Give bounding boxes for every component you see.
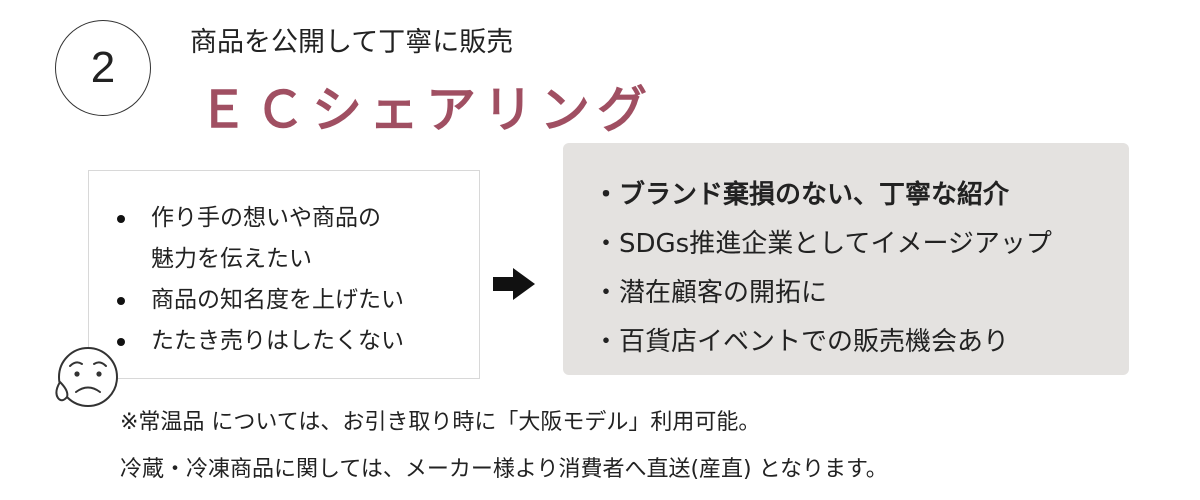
bullet-icon — [117, 338, 125, 346]
concern-item: 商品の知名度を上げたい — [113, 280, 404, 321]
concern-text: 商品の知名度を上げたい — [151, 287, 404, 313]
concern-text: たたき売りはしたくない — [151, 328, 404, 354]
concern-item: たたき売りはしたくない — [113, 321, 404, 362]
benefits-panel: ・ブランド棄損のない、丁寧な紹介 ・SDGs推進企業としてイメージアップ ・潜在… — [563, 143, 1129, 375]
concern-item: 作り手の想いや商品の 魅力を伝えたい — [113, 198, 404, 280]
step-number: 2 — [90, 43, 116, 92]
benefit-item: ・潜在顧客の開拓に — [593, 278, 828, 308]
concern-text: 作り手の想いや商品の — [151, 205, 381, 231]
benefit-item: ・SDGs推進企業としてイメージアップ — [593, 229, 1052, 259]
bullet-icon — [117, 297, 125, 305]
bullet-icon — [117, 215, 125, 223]
section-title: ＥＣシェアリング — [198, 81, 654, 139]
concerns-box: 作り手の想いや商品の 魅力を伝えたい 商品の知名度を上げたい たたき売りはしたく… — [88, 170, 480, 379]
step-number-badge: 2 — [55, 20, 151, 116]
concerns-list: 作り手の想いや商品の 魅力を伝えたい 商品の知名度を上げたい たたき売りはしたく… — [113, 198, 404, 362]
worried-face-icon — [55, 347, 118, 407]
concern-text-continued: 魅力を伝えたい — [151, 246, 312, 272]
note-chilled-frozen: 冷蔵・冷凍商品に関しては、メーカー様より消費者へ直送(産直) となります。 — [120, 457, 888, 482]
right-arrow-icon — [493, 268, 535, 300]
note-room-temperature: ※常温品 については、お引き取り時に「大阪モデル」利用可能。 — [120, 410, 761, 435]
benefits-list: ・ブランド棄損のない、丁寧な紹介 ・SDGs推進企業としてイメージアップ ・潜在… — [593, 171, 1052, 367]
benefit-item: ・ブランド棄損のない、丁寧な紹介 — [593, 180, 1010, 210]
benefit-item: ・百貨店イベントでの販売機会あり — [593, 327, 1010, 357]
section-subtitle: 商品を公開して丁寧に販売 — [190, 27, 514, 58]
